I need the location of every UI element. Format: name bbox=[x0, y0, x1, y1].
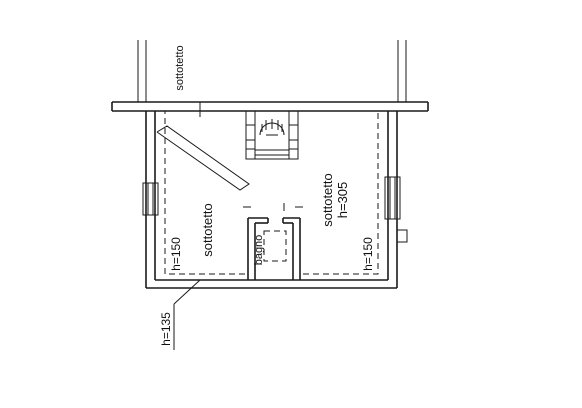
low-height-dashed-line bbox=[164, 110, 379, 275]
label-h305: h=305 bbox=[335, 182, 350, 219]
bathroom bbox=[247, 217, 301, 280]
outer-walls bbox=[111, 40, 429, 289]
label-h150-right: h=150 bbox=[361, 237, 375, 271]
label-h135: h=135 bbox=[159, 312, 173, 346]
left-window bbox=[142, 182, 159, 216]
label-sottotetto-right: sottotetto bbox=[320, 173, 335, 226]
label-sottotetto-left: sottotetto bbox=[200, 203, 215, 256]
label-h150-left: h=150 bbox=[169, 237, 183, 271]
label-sottotetto-top: sottotetto bbox=[174, 45, 186, 90]
small-marks bbox=[243, 203, 303, 211]
leader-lines bbox=[173, 102, 201, 350]
right-window bbox=[384, 176, 401, 220]
staircase bbox=[245, 110, 299, 160]
roof-slope-line bbox=[156, 125, 250, 191]
label-bagno: bagno bbox=[253, 235, 265, 266]
flue-stub bbox=[396, 229, 408, 243]
